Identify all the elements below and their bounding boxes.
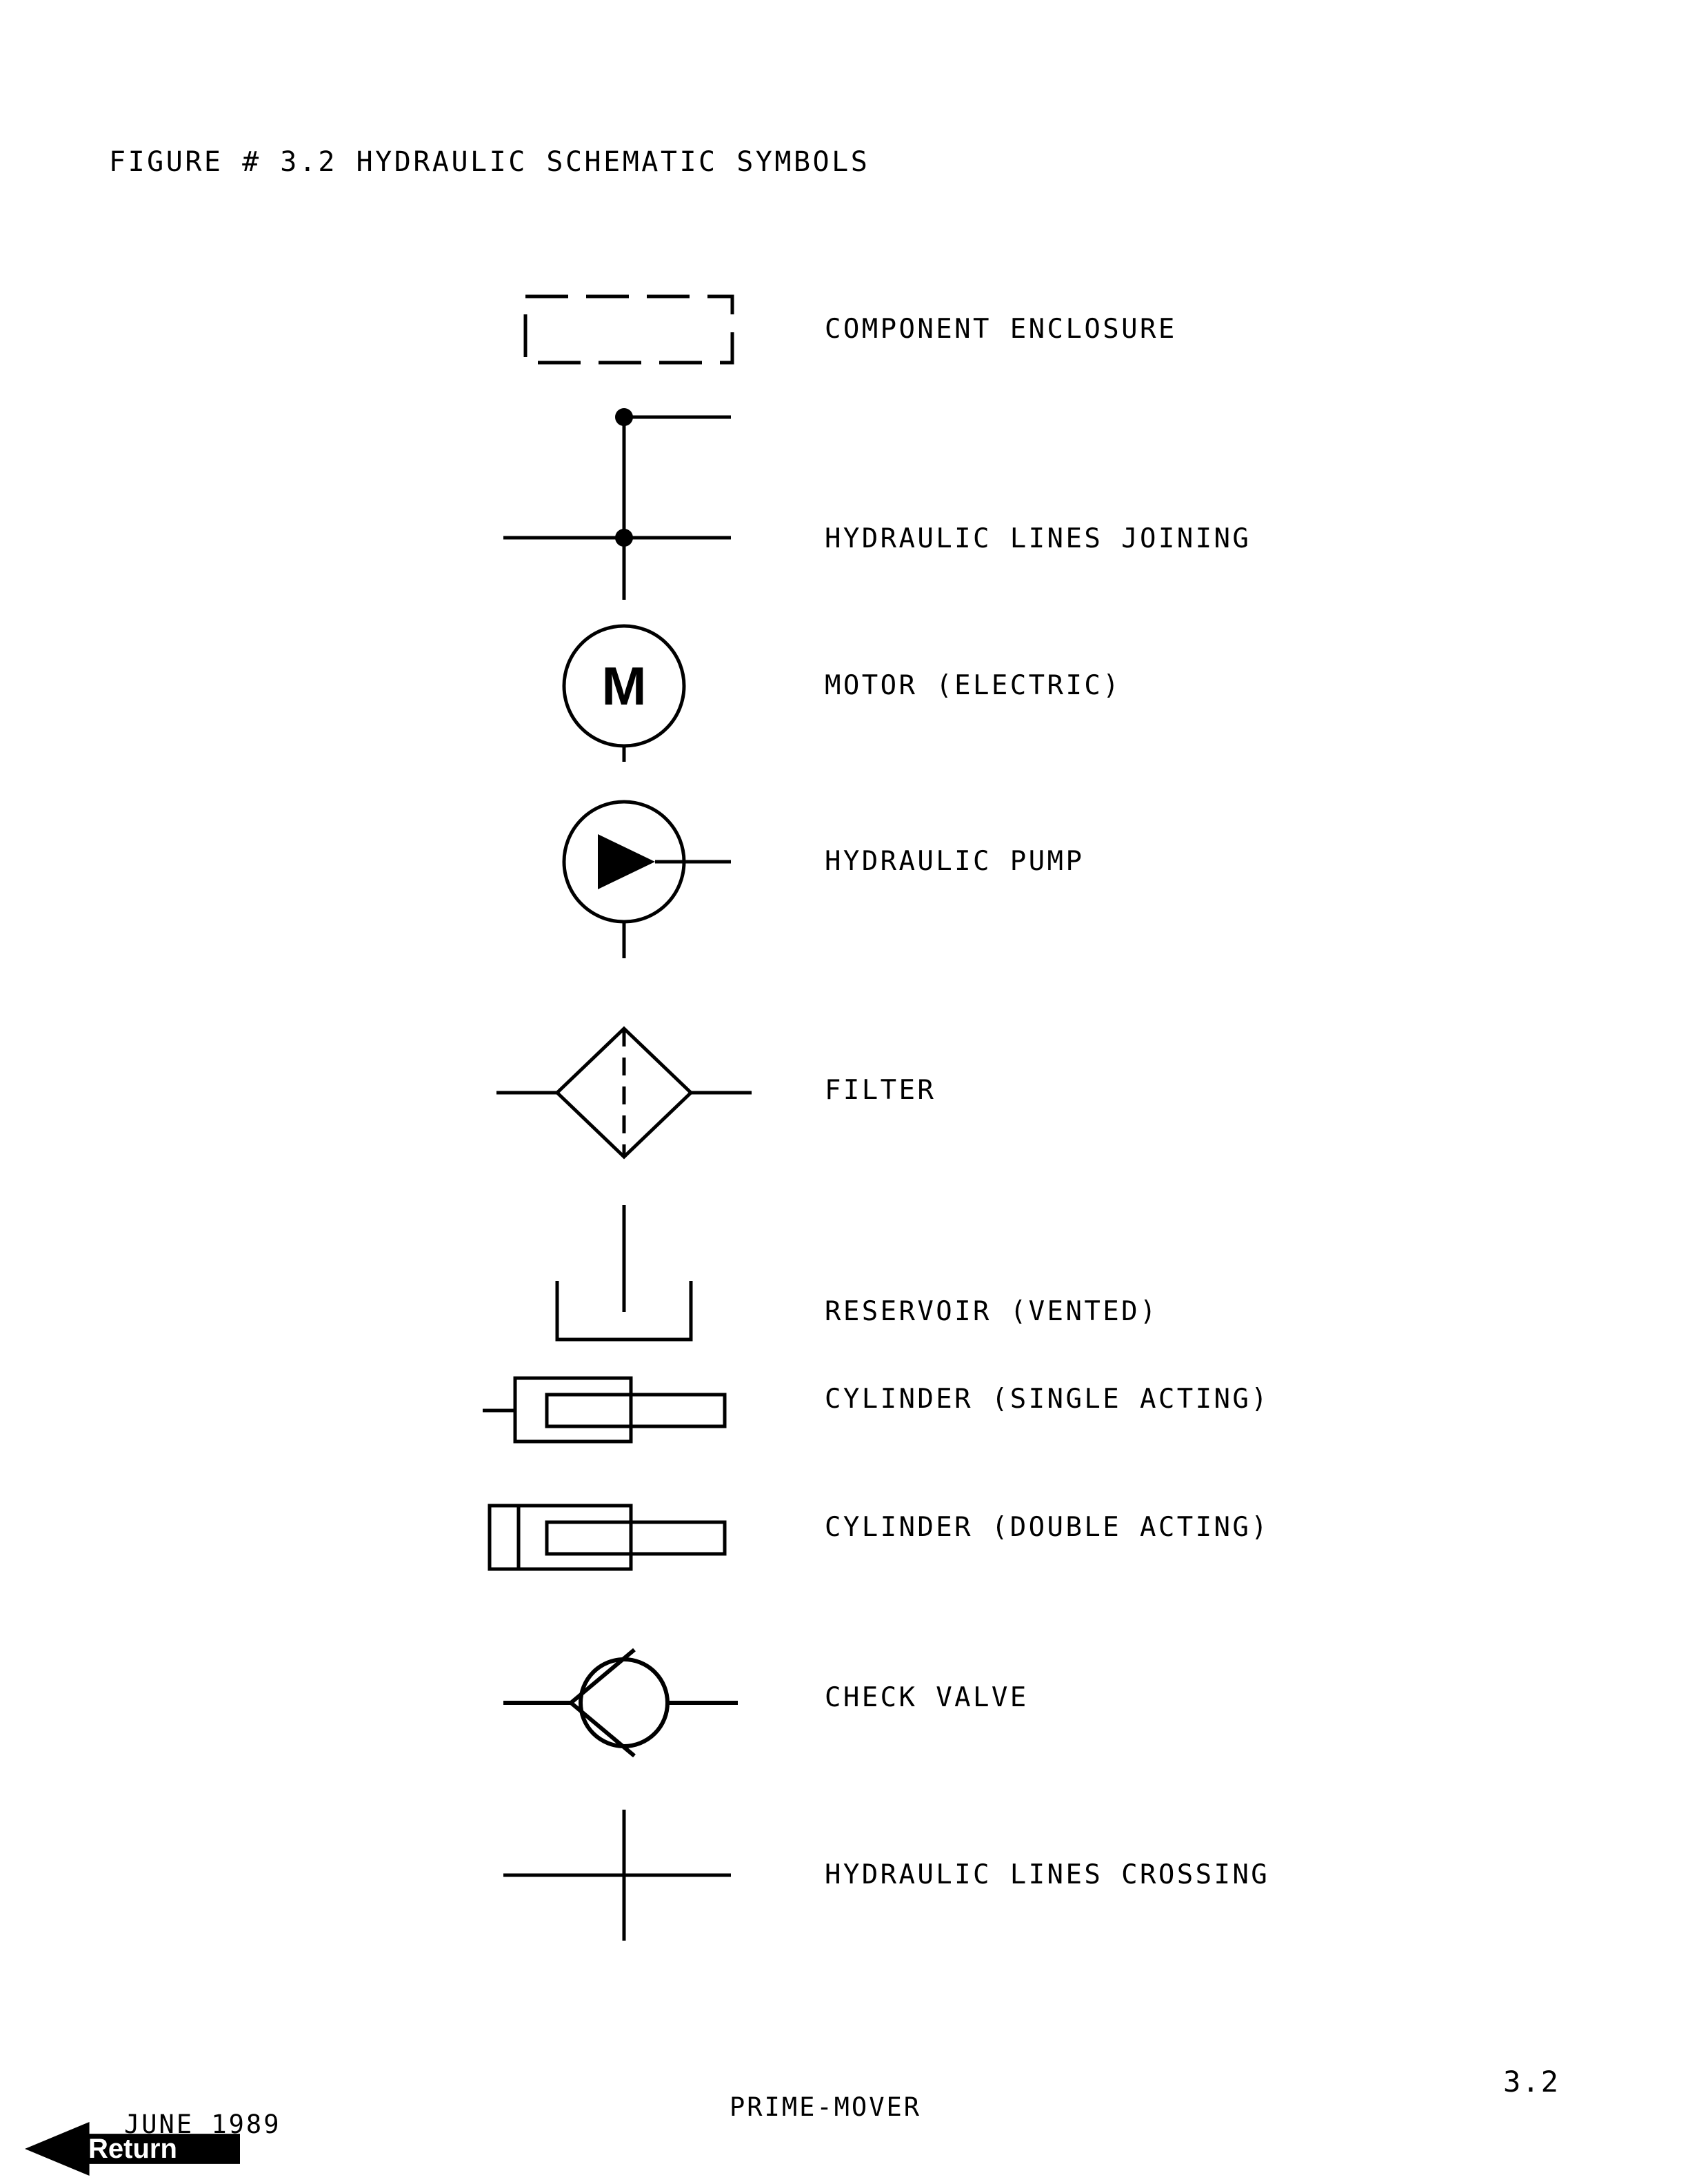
return-button[interactable]: Return xyxy=(25,2122,240,2176)
dashed-rectangle-icon xyxy=(523,294,734,365)
open-tank-icon xyxy=(555,1205,693,1342)
return-button-label: Return xyxy=(88,2134,177,2164)
single-acting-cylinder-icon xyxy=(483,1376,727,1444)
symbol-label: HYDRAULIC LINES CROSSING xyxy=(825,1859,1270,1890)
symbol-label: HYDRAULIC PUMP xyxy=(825,846,1085,877)
symbol-cell: M xyxy=(483,614,800,762)
symbol-label: FILTER xyxy=(825,1075,936,1106)
symbol-cell xyxy=(483,1637,800,1768)
motor-letter: M xyxy=(602,656,647,716)
symbol-cell xyxy=(483,290,800,372)
line-junction-dot-icon xyxy=(503,408,731,600)
circle-m-icon: M xyxy=(562,624,686,762)
symbol-cell xyxy=(483,1496,800,1579)
symbol-cell xyxy=(483,1368,800,1451)
page-title: FIGURE # 3.2 HYDRAULIC SCHEMATIC SYMBOLS xyxy=(109,146,870,178)
symbol-cell xyxy=(483,786,800,958)
symbol-cell xyxy=(483,1020,800,1165)
circle-triangle-pump-icon xyxy=(562,800,731,958)
symbol-cell xyxy=(483,400,800,607)
symbol-label: HYDRAULIC LINES JOINING xyxy=(825,523,1252,554)
line-crossing-icon xyxy=(503,1810,731,1941)
symbol-label: COMPONENT ENCLOSURE xyxy=(825,314,1177,345)
symbol-label: RESERVOIR (VENTED) xyxy=(825,1296,1158,1327)
symbol-label: CHECK VALVE xyxy=(825,1682,1029,1713)
ball-check-valve-icon xyxy=(503,1648,738,1758)
footer-page-number: 3.2 xyxy=(1503,2065,1560,2099)
footer-document-title: PRIME-MOVER xyxy=(730,2092,922,2122)
symbol-cell xyxy=(483,1803,800,1948)
symbol-label: CYLINDER (SINGLE ACTING) xyxy=(825,1384,1270,1415)
diamond-dashed-filter-icon xyxy=(496,1026,752,1160)
symbol-cell xyxy=(483,1200,800,1358)
symbol-label: MOTOR (ELECTRIC) xyxy=(825,670,1122,701)
double-acting-cylinder-icon xyxy=(488,1504,727,1571)
symbol-label: CYLINDER (DOUBLE ACTING) xyxy=(825,1512,1270,1543)
